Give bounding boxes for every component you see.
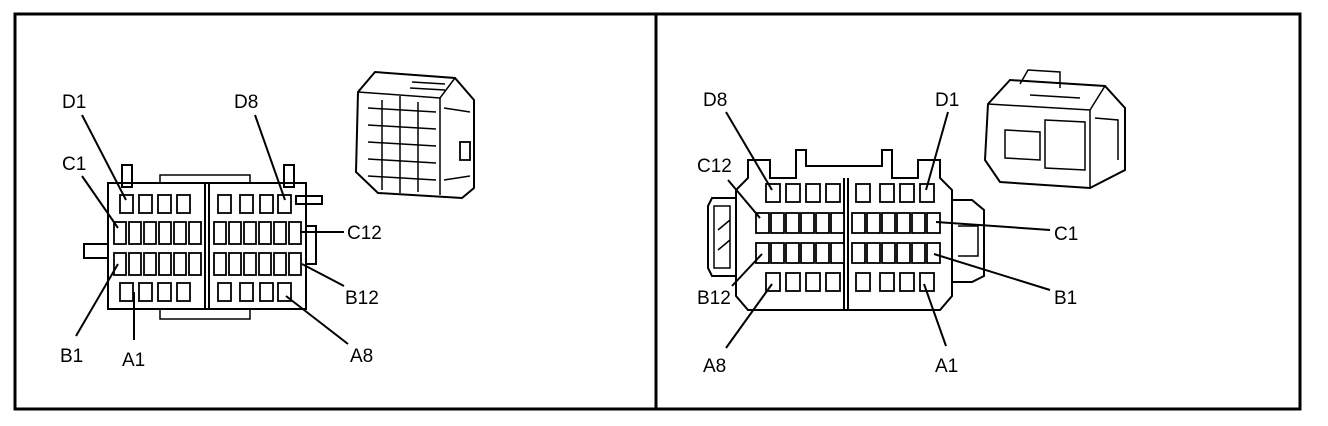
left-label-a8: A8 xyxy=(350,346,373,367)
right-c12-leader xyxy=(727,179,761,219)
right-b1-leader xyxy=(933,253,1051,291)
right-label-b12: B12 xyxy=(697,288,731,309)
left-connector-face xyxy=(83,164,323,320)
right-label-d1: D1 xyxy=(935,90,959,111)
right-label-c12: C12 xyxy=(697,156,732,177)
right-label-b1: B1 xyxy=(1054,288,1077,309)
right-label-a1: A1 xyxy=(935,356,958,377)
right-d1-leader xyxy=(925,111,949,191)
left-connector-3d-sketch xyxy=(354,70,475,200)
right-b-row xyxy=(755,242,941,264)
left-label-a1: A1 xyxy=(122,350,145,371)
right-panel: D8 D1 C12 C1 B12 B1 A8 A1 xyxy=(697,69,1126,377)
right-label-d8: D8 xyxy=(703,90,727,111)
right-d8-leader xyxy=(725,111,773,191)
left-b12-leader xyxy=(301,263,345,287)
left-label-c1: C1 xyxy=(62,154,86,175)
right-a8-leader xyxy=(725,283,773,349)
left-c1-leader xyxy=(81,175,119,229)
right-connector-3d-sketch xyxy=(983,69,1126,190)
right-label-a8: A8 xyxy=(703,356,726,377)
left-b-row xyxy=(113,252,302,276)
left-d8-leader xyxy=(254,114,286,201)
left-label-b12: B12 xyxy=(345,288,379,309)
right-c1-leader xyxy=(935,221,1051,231)
left-label-d8: D8 xyxy=(234,92,258,113)
right-c-row xyxy=(755,212,941,234)
right-connector-face xyxy=(707,149,985,311)
left-label-b1: B1 xyxy=(60,346,83,367)
left-d1-leader xyxy=(81,114,127,201)
right-a1-leader xyxy=(923,283,947,347)
left-panel: D1 D8 C1 C12 B1 B12 A1 A8 xyxy=(60,70,475,371)
left-label-d1: D1 xyxy=(62,92,86,113)
left-b1-leader xyxy=(75,263,119,337)
left-c-row xyxy=(113,221,302,245)
right-b12-leader xyxy=(731,253,763,287)
right-label-c1: C1 xyxy=(1054,224,1078,245)
left-label-c12: C12 xyxy=(347,223,382,244)
left-a8-leader xyxy=(285,295,349,345)
